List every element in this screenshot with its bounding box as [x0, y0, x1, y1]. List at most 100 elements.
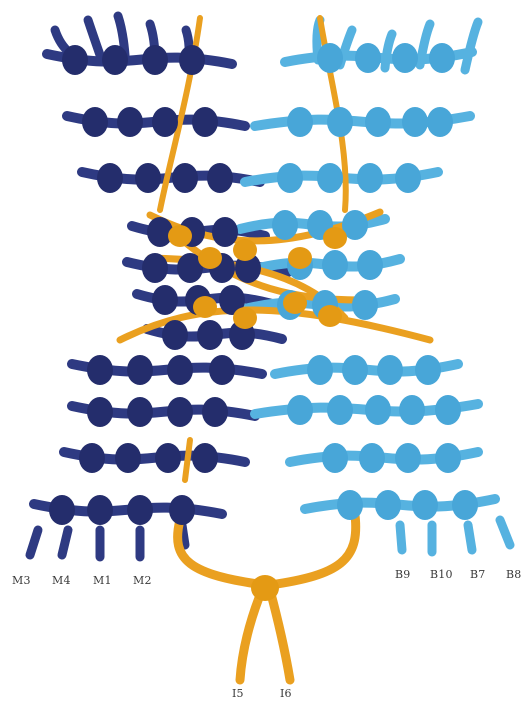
- light-knot: [392, 43, 418, 73]
- cord-label-i5: I5: [232, 687, 244, 700]
- navy-knot: [127, 397, 153, 427]
- light-knot: [287, 107, 313, 137]
- light-knot: [395, 443, 421, 473]
- cord-label-i6: I6: [280, 687, 292, 700]
- cord-label-b10: B10: [430, 568, 453, 581]
- navy-knot: [172, 163, 198, 193]
- navy-knot: [212, 217, 238, 247]
- light-knot: [435, 395, 461, 425]
- light-knot: [365, 395, 391, 425]
- light-knot: [287, 395, 313, 425]
- orange-knot: [283, 292, 307, 314]
- orange-knot: [233, 307, 257, 329]
- light-knot: [452, 490, 478, 520]
- navy-knot: [197, 320, 223, 350]
- navy-knot: [142, 253, 168, 283]
- orange-knot: [318, 305, 342, 327]
- light-knot: [365, 107, 391, 137]
- light-knot: [355, 43, 381, 73]
- navy-knot: [142, 45, 168, 75]
- orange-cord: [240, 590, 262, 680]
- light-knot: [412, 490, 438, 520]
- light-knot: [395, 163, 421, 193]
- light-knot: [357, 250, 383, 280]
- orange-cord: [270, 515, 356, 585]
- light-knot: [337, 490, 363, 520]
- navy-knot: [169, 495, 195, 525]
- light-knot: [327, 107, 353, 137]
- light-cord-end: [400, 525, 402, 550]
- light-knot: [327, 395, 353, 425]
- light-knot: [317, 43, 343, 73]
- cord-label-b9: B9: [395, 568, 410, 581]
- navy-cord-end: [62, 530, 68, 555]
- light-cord-end: [500, 520, 510, 545]
- light-knot: [359, 443, 385, 473]
- navy-knot: [167, 397, 193, 427]
- light-knot: [429, 43, 455, 73]
- light-knot: [352, 290, 378, 320]
- orange-cord: [185, 440, 190, 480]
- orange-knot: [168, 225, 192, 247]
- navy-knot: [49, 495, 75, 525]
- navy-knot: [179, 45, 205, 75]
- light-knot: [415, 355, 441, 385]
- cord-label-m1: M1: [93, 574, 112, 587]
- navy-knot: [162, 320, 188, 350]
- light-knot: [377, 355, 403, 385]
- light-knot: [402, 107, 428, 137]
- cord-label-b7: B7: [470, 568, 485, 581]
- navy-knot: [117, 107, 143, 137]
- orange-cord: [270, 590, 290, 680]
- navy-knot: [127, 355, 153, 385]
- navy-knot: [127, 495, 153, 525]
- navy-knot: [209, 355, 235, 385]
- navy-knot: [87, 355, 113, 385]
- light-knot: [277, 163, 303, 193]
- light-cord-end: [468, 525, 472, 550]
- light-cord-end: [465, 22, 478, 70]
- navy-knot: [192, 443, 218, 473]
- light-knot: [375, 490, 401, 520]
- orange-knot: [323, 227, 347, 249]
- light-knot: [322, 443, 348, 473]
- light-knot: [399, 395, 425, 425]
- navy-knot: [79, 443, 105, 473]
- orange-gathering-knot: [251, 575, 279, 601]
- navy-knot: [82, 107, 108, 137]
- navy-knot: [115, 443, 141, 473]
- orange-knot: [288, 247, 312, 269]
- navy-knot: [167, 355, 193, 385]
- orange-knot: [198, 247, 222, 269]
- light-knot: [427, 107, 453, 137]
- navy-knot: [62, 45, 88, 75]
- navy-knot: [102, 45, 128, 75]
- light-knot: [317, 163, 343, 193]
- navy-knot: [207, 163, 233, 193]
- navy-knot: [135, 163, 161, 193]
- light-knot: [342, 355, 368, 385]
- cord-label-m2: M2: [133, 574, 152, 587]
- orange-knot: [233, 239, 257, 261]
- orange-cord: [178, 520, 265, 585]
- navy-knot: [97, 163, 123, 193]
- light-knot: [357, 163, 383, 193]
- navy-cord-end: [30, 530, 38, 555]
- navy-knot: [152, 285, 178, 315]
- light-knot: [272, 210, 298, 240]
- navy-knot: [155, 443, 181, 473]
- light-knot: [322, 250, 348, 280]
- light-knot: [307, 355, 333, 385]
- navy-knot: [202, 397, 228, 427]
- navy-cord-end: [88, 20, 100, 55]
- cord-label-m3: M3: [12, 574, 31, 587]
- navy-knot: [87, 397, 113, 427]
- navy-knot: [152, 107, 178, 137]
- navy-knot: [87, 495, 113, 525]
- cord-label-m4: M4: [52, 574, 71, 587]
- cord-label-b8: B8: [506, 568, 521, 581]
- light-knot: [435, 443, 461, 473]
- orange-knot: [193, 296, 217, 318]
- navy-knot: [192, 107, 218, 137]
